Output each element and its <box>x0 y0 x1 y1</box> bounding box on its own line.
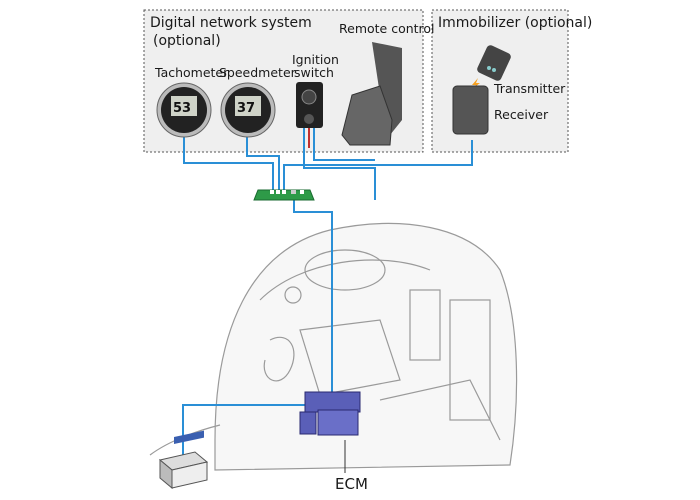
ignition-label-1: Ignition <box>292 52 339 67</box>
receiver <box>452 85 489 135</box>
speedmeter-display: 37 <box>237 101 255 116</box>
ecm-label: ECM <box>335 475 368 493</box>
battery <box>158 430 209 490</box>
digital-network-subtitle: (optional) <box>153 33 221 49</box>
transmitter-label: Transmitter <box>493 81 566 96</box>
outboard-engine-illustration <box>149 222 518 471</box>
speedmeter: 37 <box>220 82 276 138</box>
ecm <box>299 391 361 436</box>
tachometer: 53 <box>156 82 212 138</box>
remote-control <box>341 42 402 146</box>
remote-control-label: Remote control <box>339 21 435 36</box>
signal-bolt-icon <box>468 78 480 92</box>
immobilizer-title: Immobilizer (optional) <box>438 15 592 31</box>
network-hub <box>253 189 315 201</box>
tachometer-display: 53 <box>173 101 191 116</box>
receiver-label: Receiver <box>494 107 549 122</box>
digital-network-title: Digital network system <box>150 15 312 31</box>
tachometer-label: Tachometer <box>154 65 229 80</box>
ignition-label-2: switch <box>294 65 334 80</box>
ignition-switch <box>296 82 323 148</box>
speedmeter-label: Speedmeter <box>219 65 297 80</box>
transmitter <box>477 45 511 81</box>
